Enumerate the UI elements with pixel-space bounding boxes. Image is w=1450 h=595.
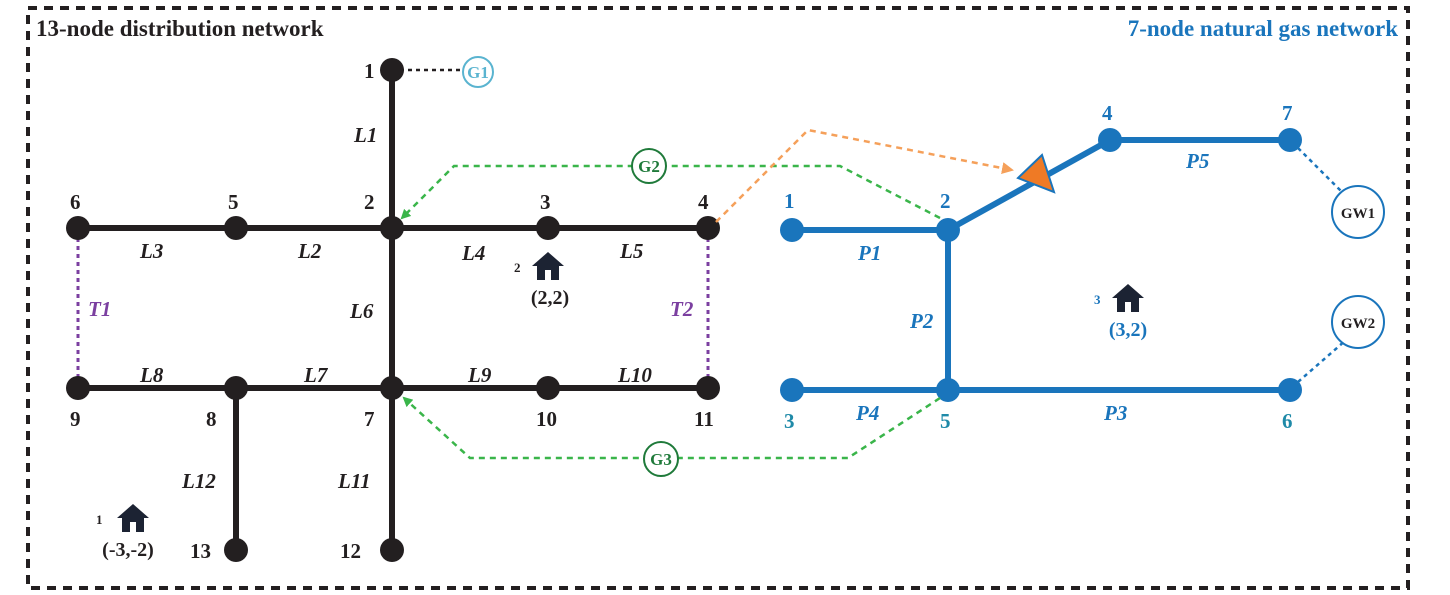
power-node-12 [380, 538, 404, 562]
g2-circle [631, 148, 667, 184]
g1-label: G1 [467, 63, 489, 82]
gas-node-label-6: 6 [1282, 409, 1293, 433]
gas-network-title: 7-node natural gas network [1128, 16, 1398, 41]
gas-node-label-2: 2 [940, 189, 951, 213]
power-node-label-13: 13 [190, 539, 211, 563]
line-label-l6: L6 [349, 299, 374, 323]
line-label-l9: L9 [467, 363, 492, 387]
diagram-frame [26, 6, 1410, 590]
power-node-label-12: 12 [340, 539, 361, 563]
g1-circle [462, 56, 494, 88]
g3-label: G3 [650, 450, 672, 469]
tie-label-t2: T2 [670, 297, 694, 321]
gas-node-4 [1098, 128, 1122, 152]
tie-label-t1: T1 [88, 297, 111, 321]
pipe-label-p3: P3 [1103, 401, 1127, 425]
building-2-id: 2 [514, 260, 521, 275]
line-label-l1: L1 [353, 123, 377, 147]
house-icon [1112, 284, 1144, 312]
power-node-label-2: 2 [364, 190, 375, 214]
gw2-circle [1331, 295, 1385, 349]
power-node-1 [380, 58, 404, 82]
power-node-8 [224, 376, 248, 400]
power-node-label-11: 11 [694, 407, 714, 431]
g3-circle [643, 441, 679, 477]
line-label-l2: L2 [297, 239, 322, 263]
gas-node-label-1: 1 [784, 189, 795, 213]
g2-coupling-line [400, 164, 941, 220]
building-1: 1 (-3,-2) [96, 504, 154, 561]
power-nodes [66, 58, 720, 562]
building-3-id: 3 [1094, 292, 1101, 307]
power-node-label-7: 7 [364, 407, 375, 431]
power-lines [75, 67, 711, 553]
gas-node-3 [780, 378, 804, 402]
line-label-l12: L12 [181, 469, 216, 493]
house-icon [532, 252, 564, 280]
line-label-l8: L8 [139, 363, 164, 387]
gas-node-label-3: 3 [784, 409, 795, 433]
gas-node-label-4: 4 [1102, 101, 1113, 125]
power-node-2 [380, 216, 404, 240]
power-node-label-9: 9 [70, 407, 81, 431]
building-3: 3 (3,2) [1094, 284, 1147, 341]
pipe-label-p5: P5 [1185, 149, 1209, 173]
power-node-10 [536, 376, 560, 400]
power-node-label-1: 1 [364, 59, 375, 83]
power-node-7 [380, 376, 404, 400]
pipe-label-p1: P1 [857, 241, 881, 265]
gw2-label: GW2 [1341, 316, 1375, 332]
power-node-label-6: 6 [70, 190, 81, 214]
gw1-label: GW1 [1341, 206, 1375, 222]
building-1-id: 1 [96, 512, 103, 527]
gas-node-label-7: 7 [1282, 101, 1293, 125]
line-label-l3: L3 [139, 239, 163, 263]
power-node-label-3: 3 [540, 190, 551, 214]
building-2-coord: (2,2) [531, 287, 569, 309]
power-node-11 [696, 376, 720, 400]
power-node-6 [66, 216, 90, 240]
distribution-network-title: 13-node distribution network [36, 16, 324, 41]
power-node-label-10: 10 [536, 407, 557, 431]
gas-node-2 [936, 218, 960, 242]
power-node-13 [224, 538, 248, 562]
compressor-coupling-line [715, 128, 1014, 223]
gas-pipes [789, 137, 1293, 393]
house-icon [117, 504, 149, 532]
power-node-label-8: 8 [206, 407, 217, 431]
power-node-label-5: 5 [228, 190, 239, 214]
gas-node-5 [936, 378, 960, 402]
line-label-l11: L11 [337, 469, 371, 493]
line-label-l7: L7 [303, 363, 329, 387]
gas-node-1 [780, 218, 804, 242]
building-2: 2 (2,2) [514, 252, 569, 309]
gw1-circle [1331, 185, 1385, 239]
power-node-5 [224, 216, 248, 240]
gas-nodes [780, 128, 1302, 402]
gw1-connection [1297, 147, 1347, 197]
pipe-label-p2: P2 [909, 309, 934, 333]
pipe-label-p4: P4 [855, 401, 879, 425]
gas-node-label-5: 5 [940, 409, 951, 433]
gas-node-6 [1278, 378, 1302, 402]
power-node-label-4: 4 [698, 190, 709, 214]
building-1-coord: (-3,-2) [102, 539, 154, 561]
power-node-3 [536, 216, 560, 240]
gas-node-7 [1278, 128, 1302, 152]
pipe-2-4 [945, 137, 1113, 233]
power-node-4 [696, 216, 720, 240]
power-node-9 [66, 376, 90, 400]
gw2-connection [1297, 339, 1347, 383]
line-label-l5: L5 [619, 239, 643, 263]
g2-label: G2 [638, 157, 660, 176]
line-label-l10: L10 [617, 363, 652, 387]
building-3-coord: (3,2) [1109, 319, 1147, 341]
compressor-icon [1016, 153, 1056, 194]
line-label-l4: L4 [461, 241, 485, 265]
